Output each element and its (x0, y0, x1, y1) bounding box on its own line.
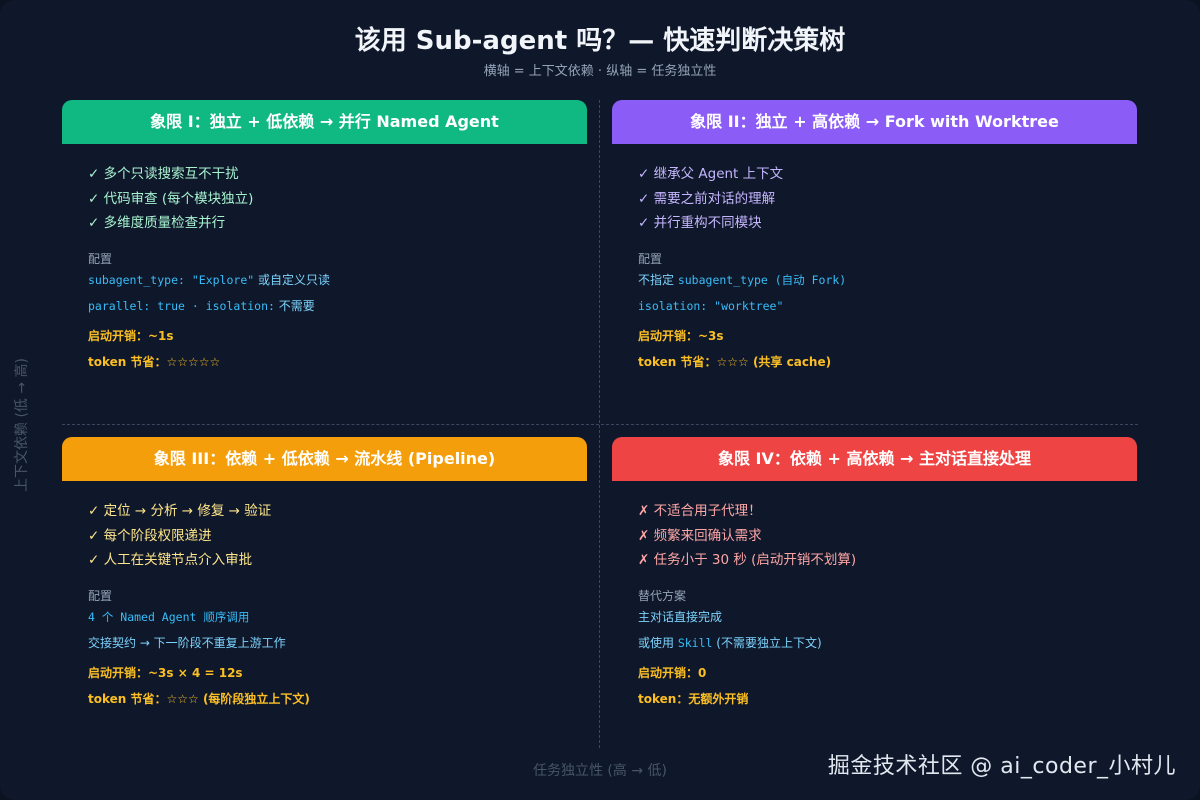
quadrant-1-header: 象限 I：独立 + 低依赖 → 并行 Named Agent (62, 100, 587, 144)
watermark: 掘金技术社区 @ ai_coder_小村儿 (827, 754, 1176, 779)
quadrant-2-config-line: 不指定 subagent_type (自动 Fork) (638, 267, 1111, 293)
config-code: isolation: "worktree" (638, 298, 784, 313)
config-text: 交接契约 → 下一阶段不重复上游工作 (88, 635, 286, 650)
quadrant-2-section-label: 配置 (638, 251, 663, 266)
config-code: subagent_type: "Explore" (88, 272, 255, 287)
quadrant-4-bullet: ✗ 不适合用子代理！ (638, 503, 762, 519)
quadrant-3-body: ✓ 定位 → 分析 → 修复 → 验证 ✓ 每个阶段权限递进 ✓ 人工在关键节点… (62, 481, 587, 712)
quadrant-1-section-label: 配置 (88, 251, 113, 266)
quadrant-2-body: ✓ 继承父 Agent 上下文 ✓ 需要之前对话的理解 ✓ 并行重构不同模块 配… (612, 144, 1137, 375)
quadrant-4-body: ✗ 不适合用子代理！ ✗ 频繁来回确认需求 ✗ 任务小于 30 秒 (启动开销不… (612, 481, 1137, 712)
quadrant-4-config-line: 或使用 Skill (不需要独立上下文) (638, 630, 1111, 656)
config-code: subagent_type (自动 Fork) (677, 272, 847, 287)
quadrant-3-token-saving: token 节省：☆☆☆ (每阶段独立上下文) (88, 691, 310, 706)
config-text: 不需要 (274, 298, 315, 313)
quadrant-4-bullet: ✗ 频繁来回确认需求 (638, 527, 762, 544)
quadrant-1-startup-cost: 启动开销：~1s (88, 328, 174, 343)
quadrant-4-config-line: 主对话直接完成 (638, 604, 1111, 630)
quadrant-2-bullet: ✓ 需要之前对话的理解 (638, 190, 776, 207)
horizontal-divider (62, 424, 1138, 425)
quadrant-3-header: 象限 III：依赖 + 低依赖 → 流水线 (Pipeline) (62, 437, 587, 481)
config-code: 4 个 Named Agent 顺序调用 (88, 609, 250, 624)
quadrant-4-section-label: 替代方案 (638, 588, 687, 603)
quadrant-1-bullet: ✓ 代码审查 (每个模块独立) (88, 190, 254, 207)
quadrant-2: 象限 II：独立 + 高依赖 → Fork with Worktree ✓ 继承… (612, 100, 1137, 375)
page-title: 该用 Sub-agent 吗？— 快速判断决策树 (354, 26, 846, 56)
config-text: 或使用 (638, 635, 678, 650)
quadrant-4-bullet: ✗ 任务小于 30 秒 (启动开销不划算) (638, 552, 857, 568)
config-code: Skill (677, 635, 713, 650)
quadrant-4-startup-cost: 启动开销：0 (638, 665, 707, 680)
page-subtitle: 横轴 = 上下文依赖 · 纵轴 = 任务独立性 (483, 64, 717, 79)
quadrant-2-bullet: ✓ 并行重构不同模块 (638, 215, 762, 231)
quadrant-1-bullet: ✓ 多维度质量检查并行 (88, 215, 226, 231)
quadrant-2-startup-cost: 启动开销：~3s (638, 328, 724, 343)
quadrant-2-config-line: isolation: "worktree" (638, 293, 1111, 319)
config-code: parallel: true · isolation: (88, 298, 275, 313)
quadrant-3-config-line: 4 个 Named Agent 顺序调用 (88, 604, 561, 630)
quadrant-4: 象限 IV：依赖 + 高依赖 → 主对话直接处理 ✗ 不适合用子代理！ ✗ 频繁… (612, 437, 1137, 712)
quadrant-1: 象限 I：独立 + 低依赖 → 并行 Named Agent ✓ 多个只读搜索互… (62, 100, 587, 375)
quadrant-3-section-label: 配置 (88, 588, 113, 603)
quadrant-1-body: ✓ 多个只读搜索互不干扰 ✓ 代码审查 (每个模块独立) ✓ 多维度质量检查并行… (62, 144, 587, 375)
config-text: (不需要独立上下文) (712, 635, 822, 650)
quadrant-2-token-saving: token 节省：☆☆☆ (共享 cache) (638, 354, 832, 369)
quadrant-3-startup-cost: 启动开销：~3s × 4 = 12s (88, 665, 243, 680)
quadrant-2-header: 象限 II：独立 + 高依赖 → Fork with Worktree (612, 100, 1137, 144)
config-text: 主对话直接完成 (638, 609, 723, 624)
config-text: 或自定义只读 (254, 272, 330, 287)
quadrant-3-bullet: ✓ 定位 → 分析 → 修复 → 验证 (88, 503, 272, 519)
quadrant-3-bullet: ✓ 人工在关键节点介入审批 (88, 552, 253, 568)
quadrant-3: 象限 III：依赖 + 低依赖 → 流水线 (Pipeline) ✓ 定位 → … (62, 437, 587, 712)
quadrant-1-bullet: ✓ 多个只读搜索互不干扰 (88, 166, 239, 182)
quadrant-2-bullet: ✓ 继承父 Agent 上下文 (638, 166, 784, 182)
quadrant-4-header: 象限 IV：依赖 + 高依赖 → 主对话直接处理 (612, 437, 1137, 481)
quadrant-1-config-line: subagent_type: "Explore" 或自定义只读 (88, 267, 561, 293)
quadrant-1-config-line: parallel: true · isolation: 不需要 (88, 293, 561, 319)
y-axis-label: 上下文依赖 (低 → 高) (14, 357, 30, 493)
config-text: 不指定 (638, 272, 678, 287)
quadrant-3-config-line: 交接契约 → 下一阶段不重复上游工作 (88, 630, 561, 656)
quadrant-1-token-saving: token 节省：☆☆☆☆☆ (88, 354, 221, 369)
quadrant-3-bullet: ✓ 每个阶段权限递进 (88, 527, 212, 544)
quadrant-4-token-saving: token：无额外开销 (638, 691, 749, 706)
x-axis-label: 任务独立性 (高 → 低) (532, 763, 667, 779)
